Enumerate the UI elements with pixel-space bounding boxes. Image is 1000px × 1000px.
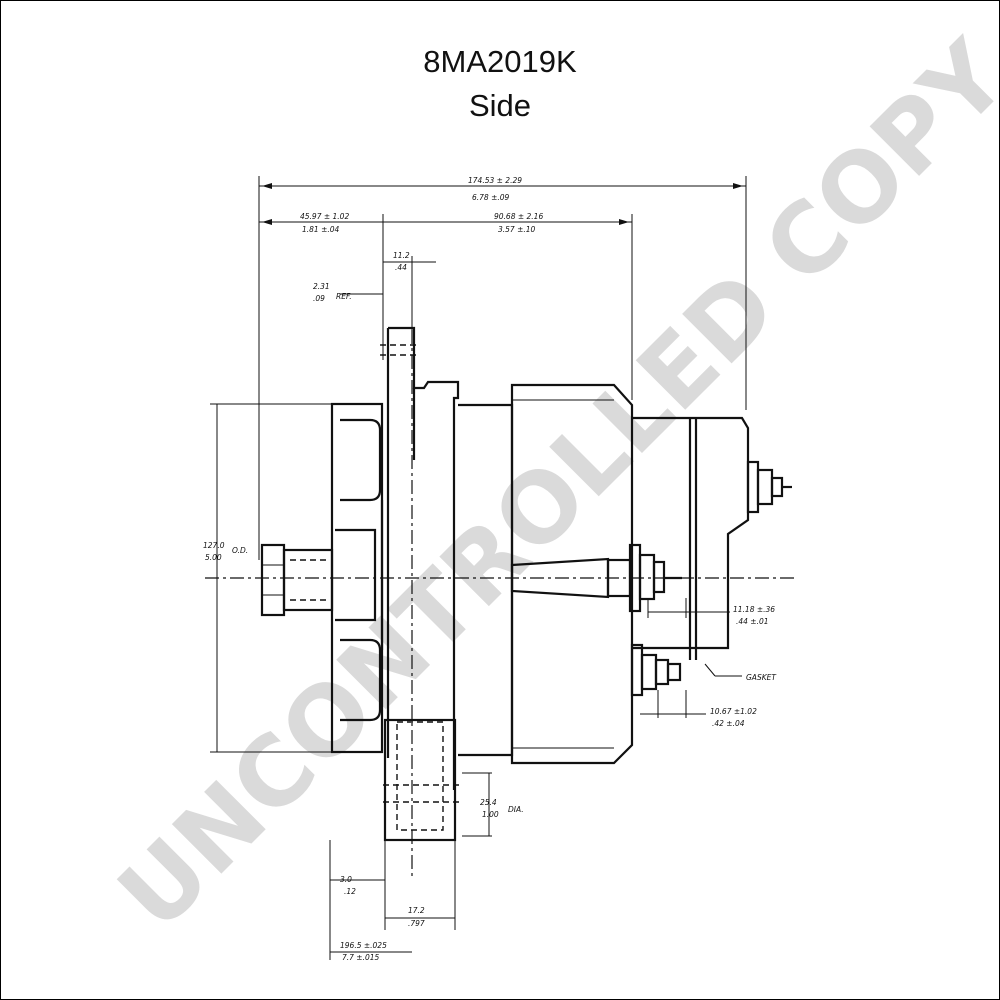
- overall-length-label: 174.53 ± 2.29: [468, 176, 522, 185]
- rear-cover: [632, 416, 750, 660]
- terminal-offset-label: 11.18 ±.36: [733, 605, 775, 614]
- lower-mounting-foot: [329, 718, 492, 960]
- stator-body: [510, 383, 634, 765]
- flange-thickness-in-label: .44: [395, 263, 407, 272]
- terminal2-offset-in-label: .42 ±.04: [712, 719, 745, 728]
- fan-od-in-label: 5.00: [205, 553, 222, 562]
- front-offset-in-label: 1.81 ±.04: [302, 225, 340, 234]
- ref-offset-label: 2.31: [313, 282, 330, 291]
- dia-label: DIA.: [508, 805, 524, 814]
- foot-length-label: 17.2: [408, 906, 425, 915]
- bottom-offset-in-label: 7.7 ±.015: [342, 953, 380, 962]
- fan-od-label: 127.0: [203, 541, 225, 550]
- ref-offset-in-label: .09: [313, 294, 325, 303]
- lower-terminal: [630, 643, 682, 697]
- terminal2-offset-label: 10.67 ±1.02: [710, 707, 757, 716]
- flange-thickness-label: 11.2: [393, 251, 410, 260]
- terminal-offset-in-label: .44 ±.01: [736, 617, 769, 626]
- shaft-nut: [260, 543, 334, 617]
- part-number-title: 8MA2019K: [423, 44, 577, 79]
- foot-width-label: 3.0: [340, 875, 352, 884]
- view-label: Side: [468, 88, 532, 123]
- bottom-offset-label: 196.5 ±.025: [340, 941, 387, 950]
- front-offset-label: 45.97 ± 1.02: [300, 212, 349, 221]
- od-label: O.D.: [232, 546, 248, 555]
- foot-width-in-label: .12: [344, 887, 356, 896]
- ref-label: REF.: [336, 292, 352, 301]
- watermark-text: UNCONTROLLED COPY: [97, 19, 1000, 951]
- foot-length-in-label: .797: [408, 919, 425, 928]
- mount-hole-dia-label: 25.4: [480, 798, 497, 807]
- mount-hole-dia-in-label: 1.00: [482, 810, 499, 819]
- body-length-label: 90.68 ± 2.16: [494, 212, 543, 221]
- top-terminal: [746, 460, 792, 514]
- gasket-label: GASKET: [746, 673, 777, 682]
- overall-length-in-label: 6.78 ±.09: [472, 193, 510, 202]
- body-length-in-label: 3.57 ±.10: [498, 225, 536, 234]
- dimension-labels: 174.53 ± 2.29 6.78 ±.09 45.97 ± 1.02 1.8…: [203, 176, 777, 962]
- right-dimension-lines: [640, 598, 742, 718]
- center-terminal: [510, 543, 682, 613]
- top-dimension-lines: [258, 176, 747, 560]
